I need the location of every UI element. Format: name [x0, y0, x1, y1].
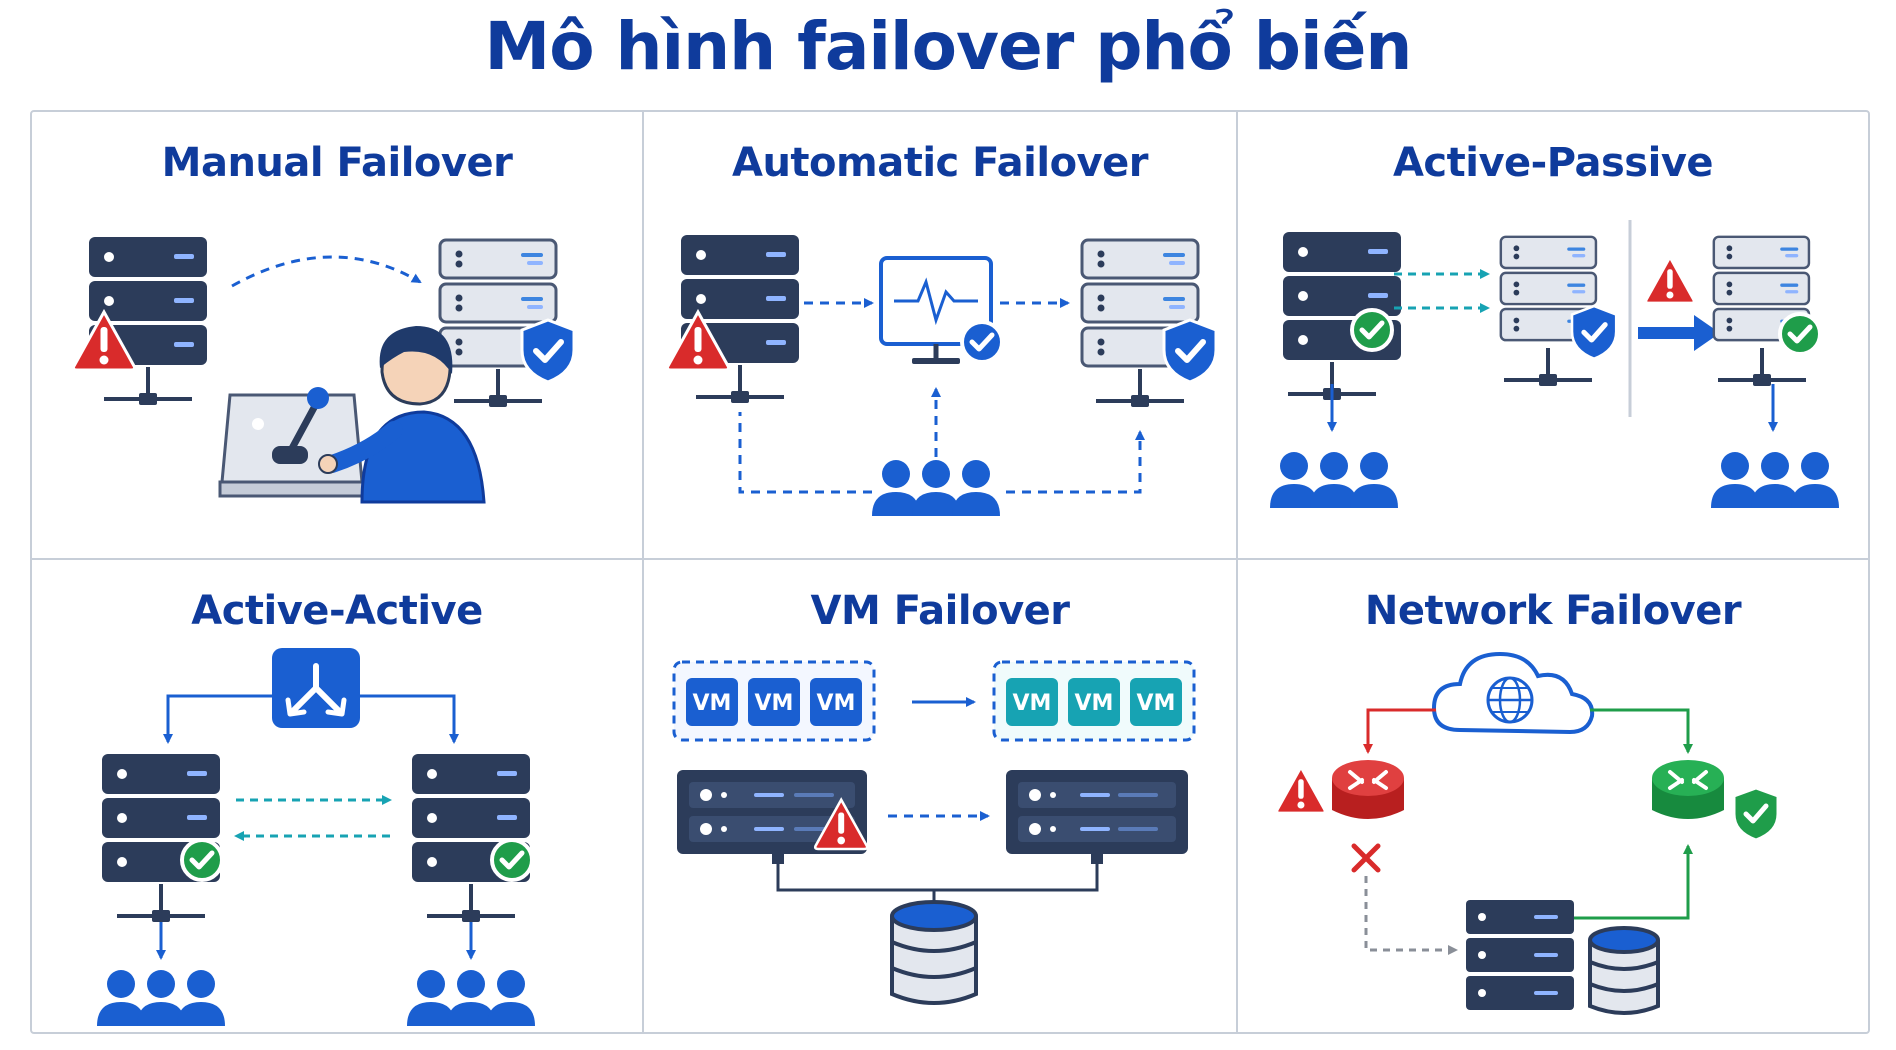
users-group-icon — [872, 460, 1000, 516]
warning-icon — [1644, 256, 1695, 304]
operator-icon — [318, 326, 486, 504]
panel-title-vm-failover: VM Failover — [810, 588, 1071, 634]
check-badge-icon — [492, 840, 532, 880]
database-icon — [1588, 926, 1660, 1015]
panel-title-network-failover: Network Failover — [1364, 588, 1742, 634]
cloud-globe-icon — [1431, 651, 1595, 735]
page-title: Mô hình failover phổ biến — [484, 8, 1413, 85]
svg-text:VM: VM — [817, 691, 856, 716]
server-rack-icon — [1466, 900, 1574, 1010]
check-badge-icon — [962, 322, 1002, 362]
shield-check-icon — [1734, 788, 1778, 840]
panel-automatic-failover: Automatic Failover — [644, 112, 1238, 560]
svg-text:VM: VM — [1075, 691, 1114, 716]
diagram-grid: Manual Failover — [30, 110, 1870, 1034]
cross-icon — [1351, 843, 1381, 873]
users-group-icon — [1270, 452, 1398, 508]
users-group-icon — [1711, 452, 1839, 508]
users-group-icon — [407, 970, 535, 1026]
failover-arrow — [1638, 315, 1720, 351]
panel-title-manual-failover: Manual Failover — [161, 140, 513, 186]
svg-text:VM: VM — [1013, 691, 1052, 716]
lever-console-icon — [218, 387, 368, 498]
vm-box-icon: VM — [686, 678, 738, 726]
check-badge-icon — [182, 840, 222, 880]
panel-network-failover: Network Failover — [1238, 560, 1868, 1032]
panel-active-active: Active-Active — [32, 560, 644, 1032]
server-rack-icon — [1006, 770, 1188, 854]
panel-manual-failover: Manual Failover — [32, 112, 644, 560]
panel-vm-failover: VM Failover VM VM VM VM VM VM — [644, 560, 1238, 1032]
panel-title-active-passive: Active-Passive — [1392, 140, 1714, 186]
router-icon — [1332, 760, 1404, 819]
check-badge-icon — [1780, 314, 1820, 354]
vm-box-icon: VM — [1068, 678, 1120, 726]
vm-box-icon: VM — [1130, 678, 1182, 726]
check-badge-icon — [1352, 310, 1392, 350]
shield-check-icon — [1164, 320, 1216, 382]
dashed-arrow — [231, 255, 422, 288]
router-icon — [1652, 760, 1724, 819]
shield-check-icon — [522, 320, 574, 382]
svg-text:VM: VM — [693, 691, 732, 716]
panel-active-passive: Active-Passive — [1238, 112, 1868, 560]
load-balancer-icon — [272, 648, 360, 728]
warning-icon — [1275, 766, 1326, 814]
server-rack-icon — [412, 754, 530, 924]
shield-check-icon — [1572, 306, 1616, 359]
vm-box-icon: VM — [810, 678, 862, 726]
svg-text:VM: VM — [755, 691, 794, 716]
monitor-heartbeat-icon — [879, 256, 993, 364]
server-rack-icon — [102, 754, 220, 924]
vm-box-icon: VM — [1006, 678, 1058, 726]
server-rack-icon — [677, 770, 867, 854]
vm-box-icon: VM — [748, 678, 800, 726]
svg-text:VM: VM — [1137, 691, 1176, 716]
users-group-icon — [97, 970, 225, 1026]
database-icon — [890, 900, 978, 1005]
panel-title-active-active: Active-Active — [191, 588, 483, 634]
panel-title-automatic-failover: Automatic Failover — [732, 140, 1148, 186]
